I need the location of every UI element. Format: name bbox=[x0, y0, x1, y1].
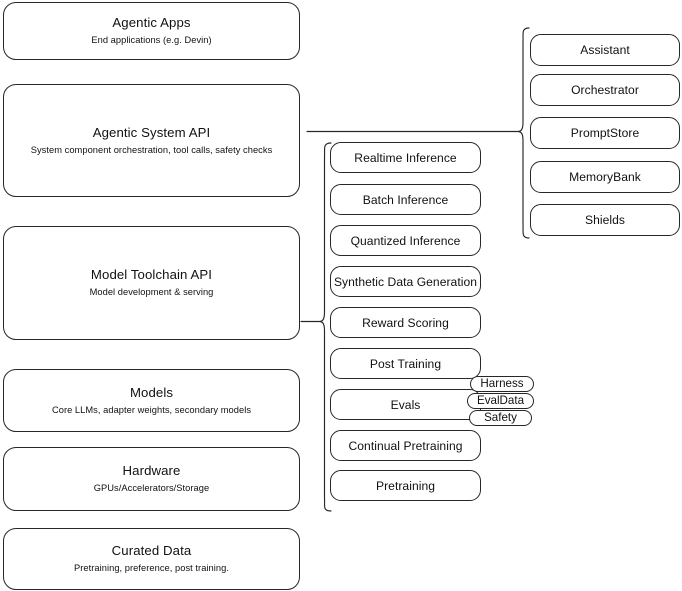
layer-agentic-system-api[interactable]: Agentic System API System component orch… bbox=[3, 84, 300, 197]
system-item-promptstore[interactable]: PromptStore bbox=[530, 117, 680, 149]
toolchain-item-continual-pretraining[interactable]: Continual Pretraining bbox=[330, 430, 481, 461]
chip-label: Quantized Inference bbox=[350, 233, 461, 248]
layer-title: Curated Data bbox=[111, 543, 192, 558]
chip-label: MemoryBank bbox=[569, 170, 641, 184]
chip-label: Orchestrator bbox=[571, 83, 639, 97]
chip-label: Evals bbox=[390, 397, 421, 412]
pill-label: Harness bbox=[480, 377, 524, 390]
toolchain-item-realtime-inference[interactable]: Realtime Inference bbox=[330, 142, 481, 173]
layer-subtitle: Core LLMs, adapter weights, secondary mo… bbox=[51, 404, 252, 415]
layer-models[interactable]: Models Core LLMs, adapter weights, secon… bbox=[3, 369, 300, 432]
system-item-assistant[interactable]: Assistant bbox=[530, 34, 680, 66]
chip-label: Pretraining bbox=[375, 478, 436, 493]
layer-model-toolchain-api[interactable]: Model Toolchain API Model development & … bbox=[3, 226, 300, 340]
layer-subtitle: System component orchestration, tool cal… bbox=[30, 144, 273, 155]
toolchain-item-reward-scoring[interactable]: Reward Scoring bbox=[330, 307, 481, 338]
toolchain-item-evals[interactable]: Evals bbox=[330, 389, 481, 420]
evals-pill-evaldata[interactable]: EvalData bbox=[467, 393, 534, 409]
layer-title: Models bbox=[129, 384, 174, 400]
layer-subtitle: Pretraining, preference, post training. bbox=[74, 563, 229, 573]
chip-label: Realtime Inference bbox=[354, 150, 457, 165]
system-item-shields[interactable]: Shields bbox=[530, 204, 680, 236]
layer-agentic-apps[interactable]: Agentic Apps End applications (e.g. Devi… bbox=[3, 2, 300, 60]
brace-system-components bbox=[517, 27, 530, 239]
evals-pill-harness[interactable]: Harness bbox=[470, 376, 534, 392]
evals-pill-safety[interactable]: Safety bbox=[469, 410, 532, 426]
chip-label: Post Training bbox=[369, 356, 442, 371]
chip-label: PromptStore bbox=[570, 126, 640, 140]
layer-curated-data[interactable]: Curated Data Pretraining, preference, po… bbox=[3, 528, 300, 590]
layer-hardware[interactable]: Hardware GPUs/Accelerators/Storage bbox=[3, 447, 300, 511]
toolchain-item-post-training[interactable]: Post Training bbox=[330, 348, 481, 379]
chip-label: Batch Inference bbox=[362, 192, 449, 207]
pill-label: Safety bbox=[484, 411, 517, 424]
layer-subtitle: GPUs/Accelerators/Storage bbox=[93, 483, 210, 493]
chip-label: Reward Scoring bbox=[362, 315, 449, 330]
toolchain-item-synthetic-data-generation[interactable]: Synthetic Data Generation bbox=[330, 266, 481, 297]
layer-subtitle: End applications (e.g. Devin) bbox=[91, 35, 212, 45]
system-item-memorybank[interactable]: MemoryBank bbox=[530, 161, 680, 193]
chip-label: Assistant bbox=[580, 43, 630, 57]
toolchain-item-quantized-inference[interactable]: Quantized Inference bbox=[330, 225, 481, 256]
chip-label: Continual Pretraining bbox=[348, 438, 463, 453]
layer-title: Hardware bbox=[122, 463, 181, 478]
chip-label: Synthetic Data Generation bbox=[333, 274, 478, 289]
layer-subtitle: Model development & serving bbox=[89, 287, 214, 297]
system-item-orchestrator[interactable]: Orchestrator bbox=[530, 74, 680, 106]
layer-title: Agentic Apps bbox=[112, 15, 191, 30]
toolchain-item-batch-inference[interactable]: Batch Inference bbox=[330, 184, 481, 215]
chip-label: Shields bbox=[584, 213, 625, 227]
layer-title: Model Toolchain API bbox=[90, 267, 213, 282]
toolchain-item-pretraining[interactable]: Pretraining bbox=[330, 470, 481, 501]
pill-label: EvalData bbox=[476, 394, 525, 407]
layer-title: Agentic System API bbox=[92, 124, 211, 140]
